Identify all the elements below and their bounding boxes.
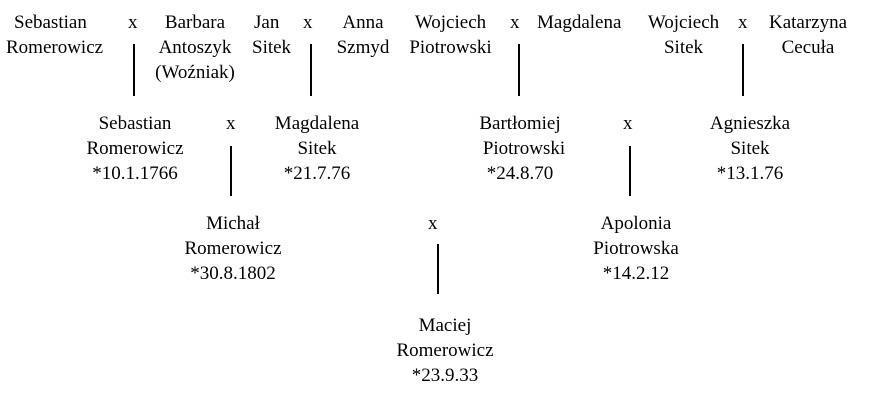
marriage-mark: x	[303, 12, 313, 33]
descent-line	[310, 44, 312, 96]
descent-line	[742, 44, 744, 96]
person-sebastian-romerowicz: Sebastian Romerowicz *10.1.1766	[86, 113, 184, 184]
descent-line	[518, 44, 520, 96]
person-apolonia-piotrowska: Apolonia Piotrowska *14.2.12	[593, 213, 679, 284]
person-magdalena-sr: Magdalena	[537, 12, 622, 33]
marriage-mark: x	[226, 113, 236, 134]
person-sebastian-romerowicz-sr: Sebastian Romerowicz	[6, 12, 104, 58]
descent-line	[629, 146, 631, 196]
descent-line	[437, 244, 439, 294]
marriage-mark: x	[510, 12, 520, 33]
person-wojciech-sitek: Wojciech Sitek	[647, 12, 720, 58]
person-barbara-antoszyk: Barbara Antoszyk (Woźniak)	[155, 12, 235, 83]
person-wojciech-piotrowski: Wojciech Piotrowski	[409, 12, 492, 58]
descent-line	[230, 146, 232, 196]
marriage-mark: x	[623, 113, 633, 134]
marriage-mark: x	[738, 12, 748, 33]
person-bartlomiej-piotrowski: Bartłomiej Piotrowski *24.8.70	[479, 113, 566, 184]
person-jan-sitek: Jan Sitek	[252, 12, 292, 58]
person-katarzyna-cecula: Katarzyna Cecuła	[768, 12, 848, 58]
person-maciej-romerowicz: Maciej Romerowicz *23.9.33	[396, 315, 494, 386]
marriage-mark: x	[128, 12, 138, 33]
marriage-mark: x	[428, 213, 438, 234]
person-michal-romerowicz: Michał Romerowicz *30.8.1802	[184, 213, 282, 284]
descent-line	[133, 44, 135, 96]
person-anna-szmyd: Anna Szmyd	[336, 12, 390, 58]
person-agnieszka-sitek: Agnieszka Sitek *13.1.76	[709, 113, 791, 184]
person-magdalena-sitek: Magdalena Sitek *21.7.76	[274, 113, 360, 184]
